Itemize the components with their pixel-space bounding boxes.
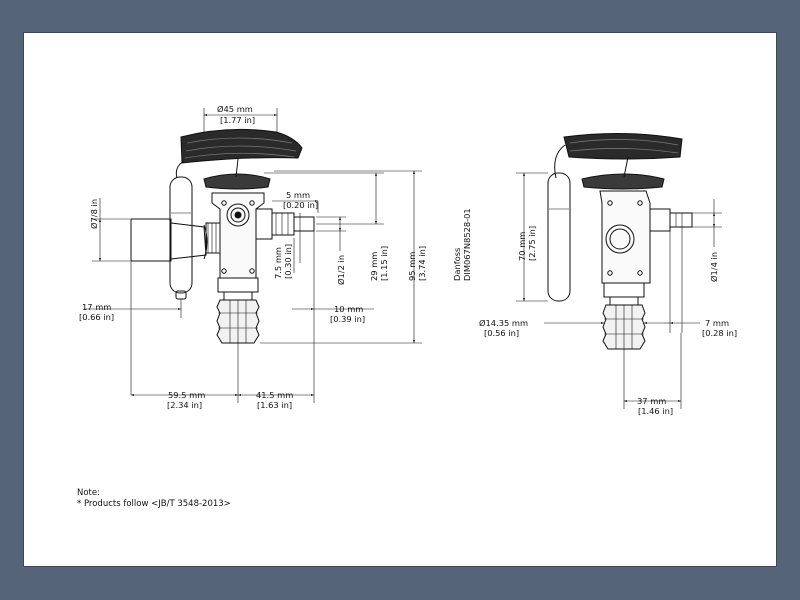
dim-10-in: [0.39 in] bbox=[330, 314, 365, 324]
drawing-id-line2: DIM067N8528-01 bbox=[462, 208, 472, 281]
dim-d1435-in: [0.56 in] bbox=[484, 328, 519, 338]
technical-drawing: Ø45 mm [1.77 in] Ø7/8 in 5 mm [0.20 in] … bbox=[79, 104, 737, 416]
dim-17-in: [0.66 in] bbox=[79, 312, 114, 322]
dim-595-mm: 59.5 mm bbox=[168, 390, 205, 400]
dim-d1435-mm: Ø14.35 mm bbox=[479, 318, 528, 328]
valve-front-view bbox=[130, 128, 315, 344]
dim-29-in: [1.15 in] bbox=[379, 246, 389, 281]
dim-d14: Ø1/4 in bbox=[709, 252, 719, 282]
dim-5-in: [0.20 in] bbox=[283, 200, 318, 210]
dim-d78: Ø7/8 in bbox=[89, 199, 99, 229]
drawing-sheet: Ø45 mm [1.77 in] Ø7/8 in 5 mm [0.20 in] … bbox=[24, 33, 776, 566]
dim-75-in: [0.30 in] bbox=[283, 244, 293, 279]
side-view-dimensions bbox=[516, 172, 722, 409]
front-view-dimensions bbox=[84, 108, 422, 403]
dim-70-in: [2.75 in] bbox=[527, 226, 537, 261]
dimension-labels: Ø45 mm [1.77 in] Ø7/8 in 5 mm [0.20 in] … bbox=[79, 104, 737, 416]
dim-415-mm: 41.5 mm bbox=[256, 390, 293, 400]
note-block: Note: * Products follow <JB/T 3548-2013> bbox=[77, 488, 231, 510]
dim-415-in: [1.63 in] bbox=[257, 400, 292, 410]
dim-37-in: [1.46 in] bbox=[638, 406, 673, 416]
dim-95-mm: 95 mm bbox=[407, 252, 417, 281]
drawing-id-line1: Danfoss bbox=[452, 248, 462, 281]
dim-37-mm: 37 mm bbox=[637, 396, 666, 406]
dim-d45-in: [1.77 in] bbox=[220, 115, 255, 125]
dim-95-in: [3.74 in] bbox=[417, 246, 427, 281]
dim-29-mm: 29 mm bbox=[369, 252, 379, 281]
dim-d45-mm: Ø45 mm bbox=[217, 104, 253, 114]
dim-70-mm: 70 mm bbox=[517, 232, 527, 261]
dim-10-mm: 10 mm bbox=[334, 304, 363, 314]
dim-7-mm: 7 mm bbox=[705, 318, 729, 328]
dim-17-mm: 17 mm bbox=[82, 302, 111, 312]
dim-595-in: [2.34 in] bbox=[167, 400, 202, 410]
dim-7-in: [0.28 in] bbox=[702, 328, 737, 338]
dim-d12: Ø1/2 in bbox=[336, 255, 346, 285]
note-text: * Products follow <JB/T 3548-2013> bbox=[77, 499, 231, 509]
dim-5-mm: 5 mm bbox=[286, 190, 310, 200]
dim-75-mm: 7.5 mm bbox=[273, 247, 283, 279]
note-label: Note: bbox=[77, 488, 100, 498]
valve-side-view bbox=[547, 132, 693, 350]
